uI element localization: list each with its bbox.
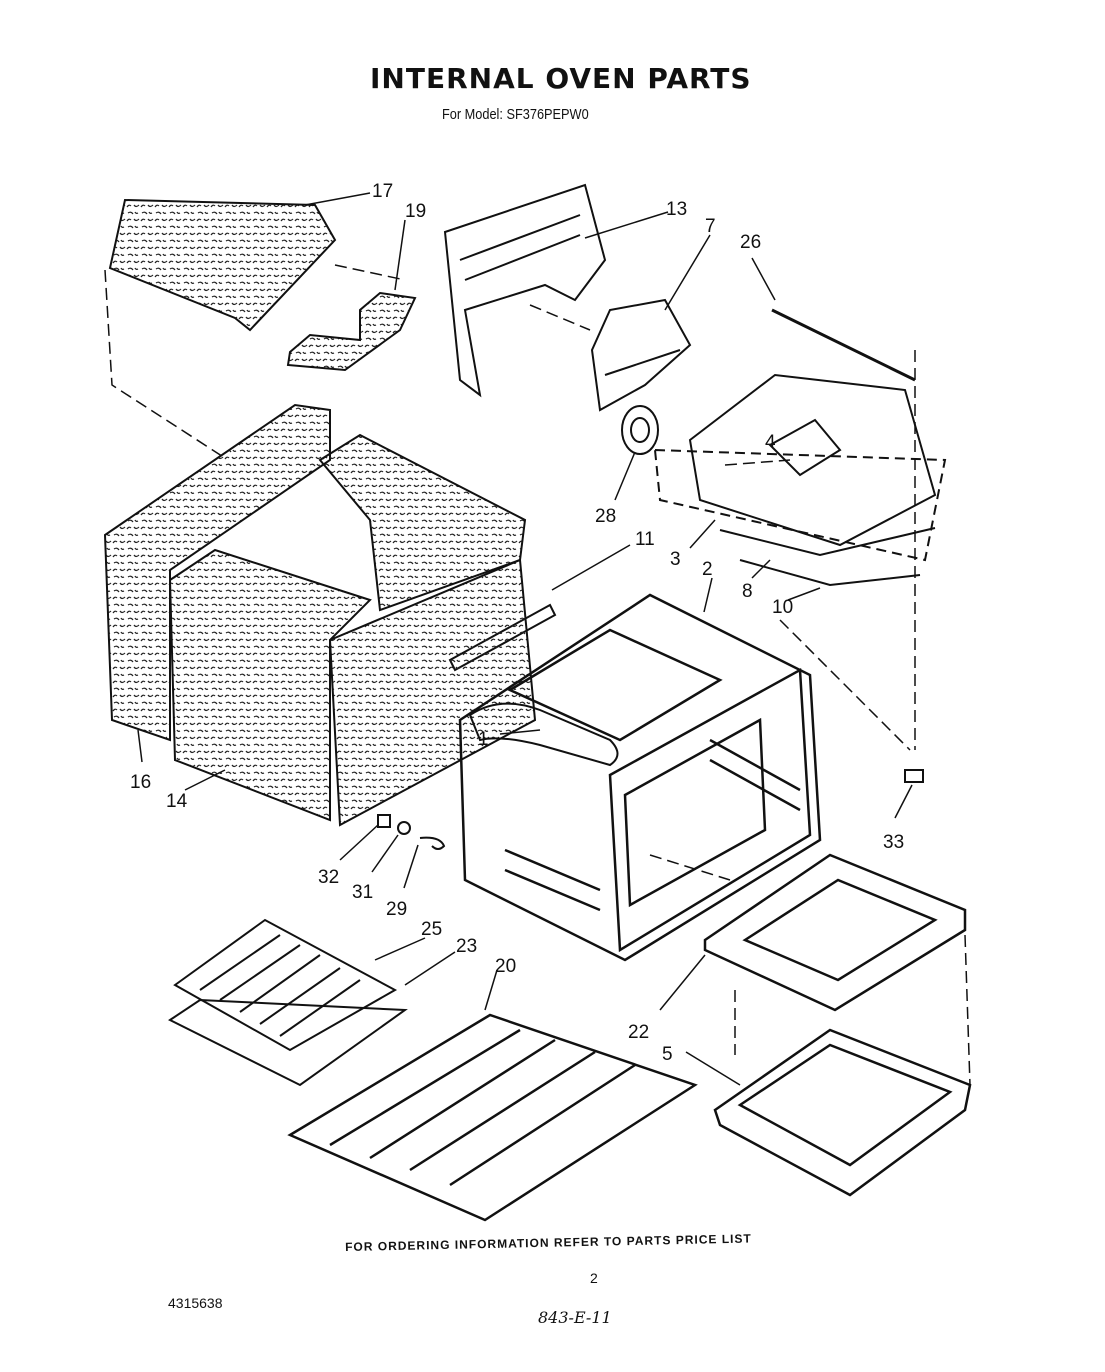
broiler-base-5 [713, 1028, 972, 1197]
trim-strip-26 [771, 308, 916, 382]
insulation-pad-19 [286, 291, 417, 372]
insulation-top-17 [108, 198, 337, 332]
callout-1: 1 [478, 729, 489, 750]
page-title: INTERNAL OVEN PARTS [370, 62, 752, 95]
vent-duct-7 [590, 298, 692, 412]
callout-22: 22 [628, 1022, 649, 1043]
callout-32: 32 [318, 867, 339, 888]
page-number: 2 [590, 1270, 598, 1286]
callout-13: 13 [666, 199, 687, 220]
small-hardware-29-31-32 [377, 814, 446, 850]
callout-33: 33 [883, 832, 904, 853]
callout-2: 2 [702, 559, 713, 580]
callout-14: 14 [166, 791, 188, 812]
callout-19: 19 [405, 201, 426, 222]
callout-arrows [137, 192, 913, 1086]
model-subtitle: For Model: SF376PEPW0 [442, 106, 589, 123]
callout-25: 25 [421, 919, 442, 940]
callout-4: 4 [765, 432, 776, 453]
callout-23: 23 [456, 936, 477, 957]
flue-ring-28 [621, 405, 659, 455]
oven-liner-2 [458, 593, 822, 962]
leader-lines [104, 264, 971, 1086]
broiler-grid-25 [173, 918, 398, 1052]
bake-burner-1 [468, 702, 619, 767]
clip-33 [904, 769, 924, 783]
callout-7: 7 [705, 216, 716, 237]
callout-20: 20 [495, 956, 516, 977]
broiler-frame-22 [703, 853, 967, 1012]
handwritten-note: 843-E-11 [538, 1308, 612, 1327]
callout-28: 28 [595, 506, 616, 527]
callout-3: 3 [670, 549, 681, 570]
broiler-pan-23 [168, 998, 408, 1087]
callout-11: 11 [635, 529, 655, 550]
callout-29: 29 [386, 899, 407, 920]
oven-rack-20 [287, 1013, 698, 1222]
insulation-wrap-14 [168, 433, 537, 827]
callout-8: 8 [742, 581, 753, 602]
seal-strips-8-10 [719, 527, 936, 587]
callout-17: 17 [372, 181, 393, 202]
oven-back-panel-13 [443, 183, 607, 398]
oven-top-box-3 [653, 373, 947, 562]
callout-16: 16 [130, 772, 151, 793]
callout-10: 10 [772, 597, 793, 618]
insulation-side-16 [103, 403, 331, 742]
document-number: 4315638 [168, 1295, 223, 1311]
callout-26: 26 [740, 232, 761, 253]
callout-31: 31 [352, 882, 373, 903]
callout-5: 5 [662, 1044, 673, 1065]
